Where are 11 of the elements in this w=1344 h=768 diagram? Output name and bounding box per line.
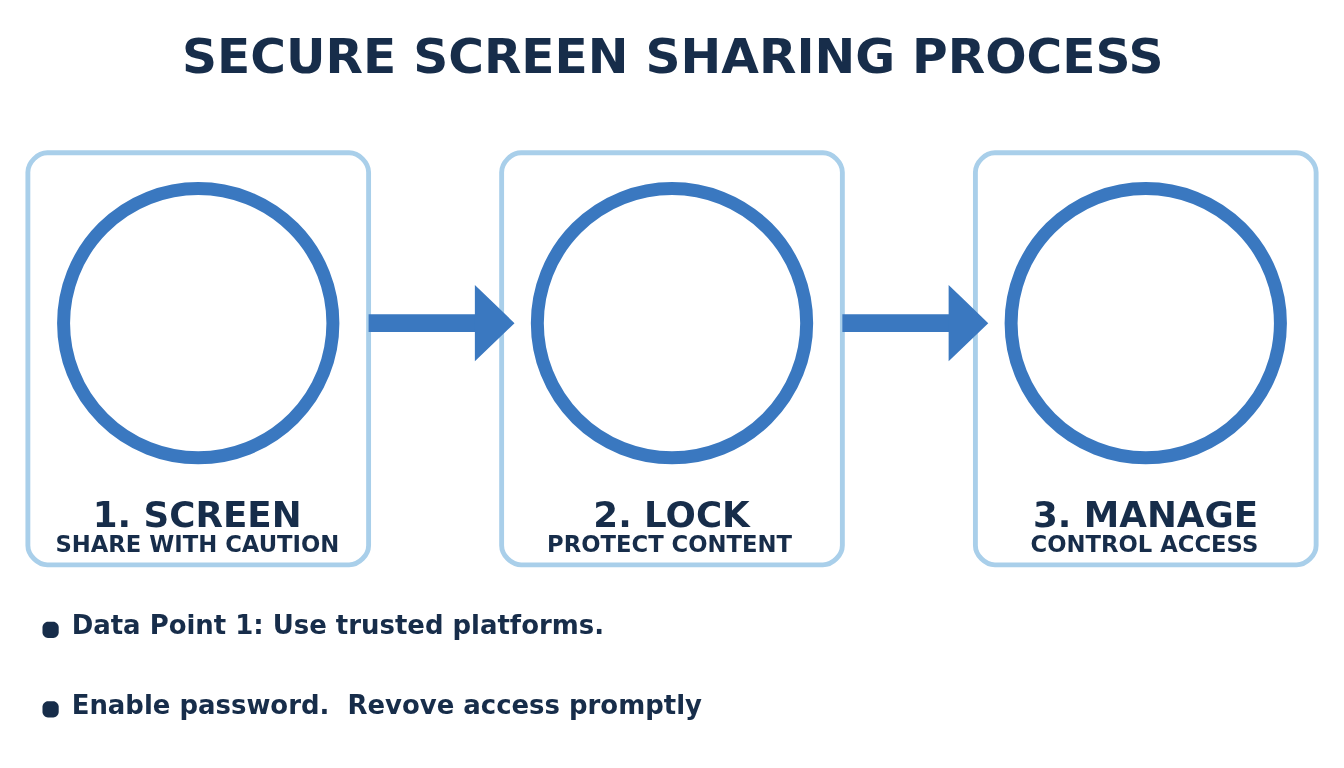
arrow — [368, 285, 515, 362]
label: Data Point 1: Use trusted platforms. — [71, 610, 605, 641]
arrow — [842, 285, 989, 362]
cluster: 3. MANAGE CONTROL ACCESS — [972, 150, 1319, 568]
node-circle — [530, 182, 814, 465]
cluster: 2. LOCK PROTECT CONTENT — [499, 150, 845, 568]
cluster: 1. SCREEN SHARE WITH CAUTION — [25, 150, 372, 568]
diagram-title: SECURE SCREEN SHARING PROCESS — [182, 28, 1164, 85]
node-circle — [57, 182, 340, 465]
node-circle — [1004, 182, 1287, 465]
label: Enable password. Revove access promptly — [71, 689, 702, 720]
